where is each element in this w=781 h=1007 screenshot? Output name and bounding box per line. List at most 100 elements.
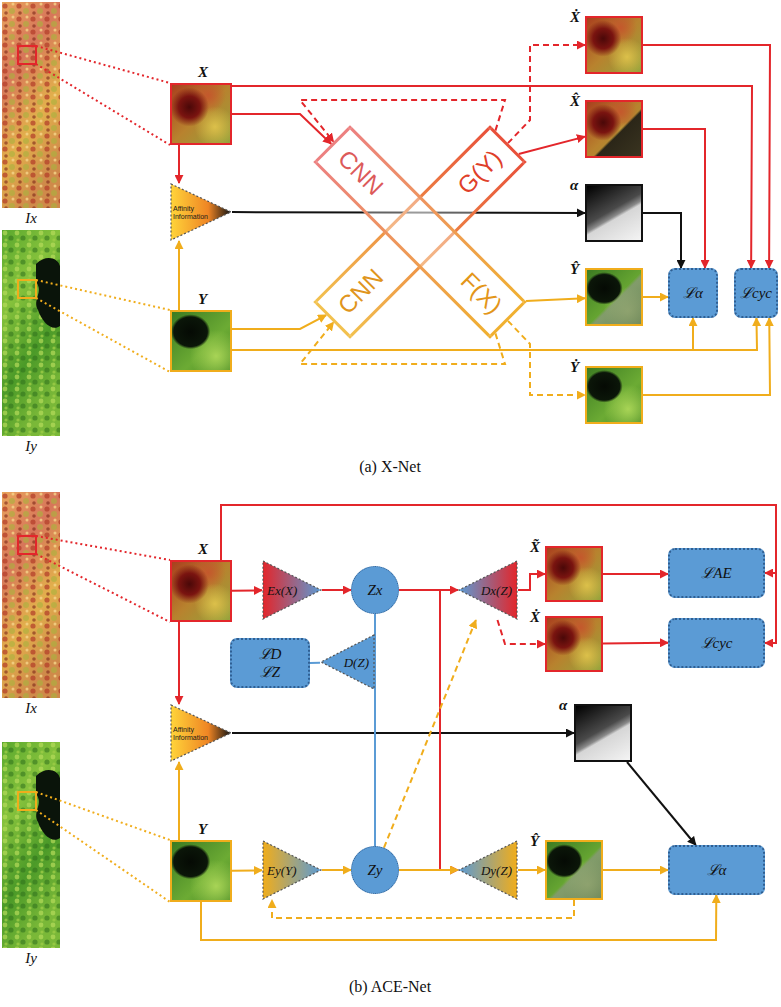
triangle-outline bbox=[171, 705, 231, 761]
network-triangle: D(Z) bbox=[320, 634, 375, 690]
node-label: Affinity Information bbox=[173, 205, 213, 220]
node-label: ℒcyc bbox=[701, 634, 733, 652]
network-triangle: Ey(Y) bbox=[262, 840, 322, 900]
caption: (a) X-Net bbox=[359, 458, 421, 476]
connector bbox=[518, 869, 545, 871]
latent-circle: Zx bbox=[351, 566, 399, 614]
connector bbox=[374, 662, 376, 846]
connector bbox=[300, 100, 505, 142]
connector bbox=[603, 869, 668, 871]
connector bbox=[643, 129, 705, 268]
image-patch: X̂ bbox=[585, 100, 643, 158]
node-label: G(Y) bbox=[452, 144, 508, 200]
triangle-outline bbox=[459, 841, 517, 899]
connector bbox=[232, 869, 262, 871]
node-label: Ẋ bbox=[570, 9, 580, 26]
network-triangle: Dy(Z) bbox=[458, 840, 518, 900]
node-label: ℒAE bbox=[701, 564, 731, 582]
latent-circle: Zy bbox=[351, 846, 399, 894]
affinity-triangle: Affinity Information bbox=[170, 704, 232, 762]
node-label: Ẋ bbox=[530, 609, 540, 626]
connector bbox=[526, 298, 585, 301]
connector bbox=[300, 322, 505, 364]
node-label: α bbox=[559, 697, 567, 714]
loss-box: ℒcyc bbox=[734, 268, 778, 318]
node-label: Ix bbox=[2, 210, 60, 227]
node-label: Ix bbox=[2, 700, 60, 717]
node-label: ℒα bbox=[683, 284, 703, 302]
node-label: Ŷ bbox=[530, 833, 539, 850]
satellite-image: Ix bbox=[2, 2, 60, 208]
connector bbox=[399, 869, 458, 871]
connector bbox=[322, 869, 351, 871]
image-patch: Ẋ bbox=[545, 616, 603, 672]
connector bbox=[518, 574, 545, 590]
connector bbox=[310, 662, 320, 664]
connector bbox=[519, 137, 585, 154]
zoom-line bbox=[36, 792, 170, 840]
satellite-image-y bbox=[2, 742, 60, 948]
connector bbox=[322, 589, 351, 591]
loss-box: ℒAE bbox=[668, 548, 765, 598]
loss-box: ℒα bbox=[668, 268, 718, 318]
connector bbox=[272, 900, 574, 918]
connector bbox=[643, 213, 681, 268]
zoom-line bbox=[36, 810, 170, 902]
node-label: Y bbox=[198, 821, 207, 838]
node-label: ℒZ bbox=[260, 663, 280, 681]
image-patch: Ŷ bbox=[585, 268, 643, 326]
image-patch: α bbox=[585, 184, 643, 242]
image-patch: X bbox=[170, 560, 232, 622]
image-patch: α bbox=[574, 704, 632, 762]
node-label: Iy bbox=[2, 950, 60, 967]
triangle-outline bbox=[321, 635, 374, 689]
triangle-outline bbox=[263, 561, 321, 619]
node-label: Ex(X) bbox=[267, 583, 297, 598]
node-label: X bbox=[198, 64, 208, 81]
node-label: Dx(Z) bbox=[481, 583, 512, 598]
node-label: Ŷ bbox=[570, 261, 579, 278]
image-patch: Y bbox=[170, 310, 232, 372]
connector bbox=[384, 620, 476, 848]
connector bbox=[178, 145, 180, 183]
connector bbox=[627, 762, 696, 845]
network-triangle: Ex(X) bbox=[262, 560, 322, 620]
zoom-line bbox=[36, 280, 170, 310]
satellite-image-y bbox=[2, 230, 60, 436]
node-label: D(Z) bbox=[344, 655, 369, 670]
image-patch: Y bbox=[170, 840, 232, 902]
caption: (b) ACE-Net bbox=[349, 978, 431, 996]
connector bbox=[178, 241, 180, 310]
connector bbox=[178, 762, 180, 840]
satellite-image-x bbox=[2, 492, 60, 698]
zoom-line bbox=[36, 554, 170, 622]
zoom-line bbox=[36, 46, 170, 83]
connector bbox=[232, 732, 574, 734]
node-label: ℒD bbox=[259, 645, 282, 663]
connector bbox=[232, 86, 752, 268]
connector bbox=[178, 622, 180, 704]
affinity-triangle: Affinity Information bbox=[170, 183, 232, 241]
node-label: X bbox=[198, 541, 208, 558]
satellite-image: Iy bbox=[2, 230, 60, 436]
node-label: CNN bbox=[332, 263, 389, 320]
network-triangle: Dx(Z) bbox=[458, 560, 518, 620]
node-label: Ẏ bbox=[570, 359, 579, 376]
node-label: Y bbox=[198, 291, 207, 308]
connector bbox=[508, 321, 585, 395]
node-label: Zy bbox=[368, 862, 383, 879]
image-patch: Ẏ bbox=[585, 366, 643, 424]
connector bbox=[643, 296, 668, 298]
node-label: ℒcyc bbox=[740, 284, 772, 302]
node-label: X̃ bbox=[530, 539, 540, 556]
node-label: Ey(Y) bbox=[267, 863, 297, 878]
node-label: α bbox=[570, 177, 578, 194]
connector bbox=[399, 590, 458, 870]
zoom-line bbox=[36, 64, 170, 145]
connector bbox=[232, 589, 262, 591]
connector bbox=[643, 45, 770, 268]
connector bbox=[603, 642, 668, 645]
node-label: Affinity Information bbox=[173, 726, 213, 741]
triangle-outline bbox=[459, 561, 517, 619]
